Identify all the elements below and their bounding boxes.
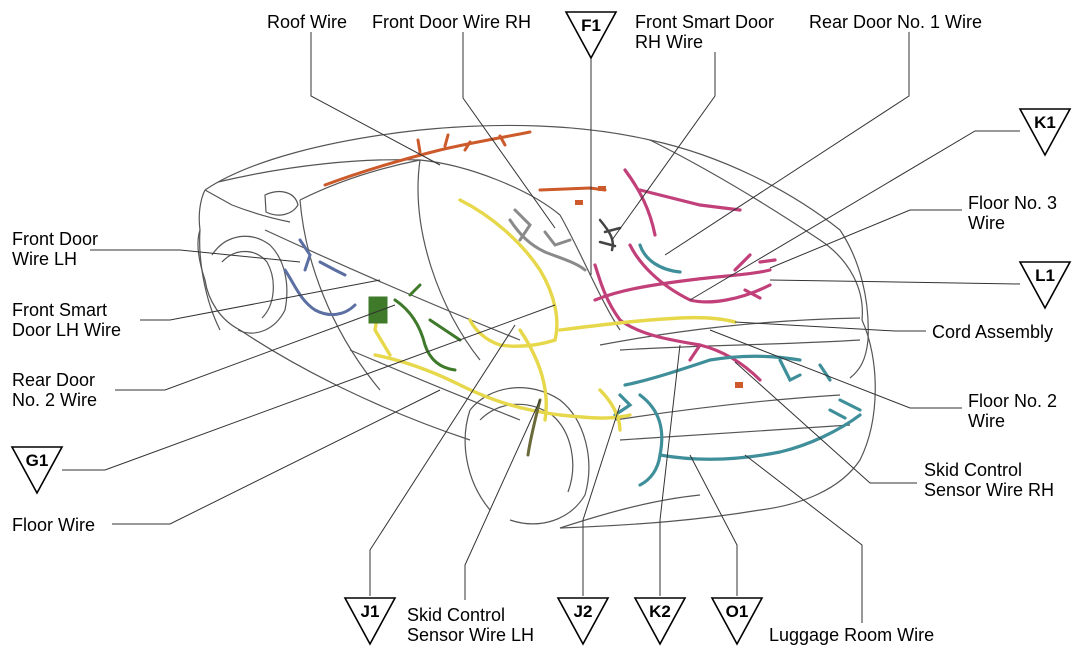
label-front-smart-door-rh-wire: Front Smart Door RH Wire	[635, 12, 775, 52]
connector-L1: L1	[1018, 261, 1072, 310]
label-roof-wire: Roof Wire	[267, 12, 348, 32]
connector-K2-label: K2	[649, 602, 671, 621]
label-cord-assembly: Cord Assembly	[932, 322, 1054, 342]
connector-G1: G1	[10, 446, 64, 495]
connector-J2: J2	[556, 597, 610, 646]
teal-harness	[613, 243, 862, 487]
label-rear-door-no1-wire: Rear Door No. 1 Wire	[809, 12, 983, 32]
connector-K1-label: K1	[1034, 113, 1056, 132]
connector-O1: O1	[710, 597, 764, 646]
label-skid-control-sensor-wire-rh: Skid Control Sensor Wire RH	[924, 460, 1055, 500]
front-smart-door-rh-harness	[598, 218, 622, 252]
label-skid-control-sensor-wire-lh: Skid Control Sensor Wire LH	[407, 605, 535, 645]
connector-J2-label: J2	[574, 602, 593, 621]
connector-dots	[575, 186, 743, 388]
label-front-door-wire-lh: Front Door Wire LH	[12, 229, 99, 269]
label-luggage-room-wire: Luggage Room Wire	[769, 625, 935, 645]
label-floor-wire: Floor Wire	[12, 515, 96, 535]
front-door-wire-lh-harness	[283, 238, 357, 317]
roof-wire-harness	[323, 130, 607, 192]
label-front-door-wire-rh: Front Door Wire RH	[372, 12, 532, 32]
connector-J1: J1	[343, 597, 397, 646]
connector-K2: K2	[633, 597, 687, 646]
front-door-wire-rh-harness	[508, 208, 587, 272]
connector-F1: F1	[564, 11, 618, 60]
floor-wire-harness	[373, 198, 737, 432]
label-rear-door-no2-wire: Rear Door No. 2 Wire	[12, 370, 98, 410]
car-body-outline	[197, 124, 876, 529]
leader-lines	[62, 32, 1021, 623]
connector-J1-label: J1	[361, 602, 380, 621]
connector-O1-label: O1	[726, 602, 749, 621]
connector-L1-label: L1	[1035, 266, 1055, 285]
label-floor-no2-wire: Floor No. 2 Wire	[968, 391, 1058, 431]
connector-F1-label: F1	[581, 16, 601, 35]
green-harness	[368, 283, 462, 372]
label-floor-no3-wire: Floor No. 3 Wire	[968, 193, 1058, 233]
skid-control-sensor-lh-harness	[526, 398, 542, 457]
connector-K1: K1	[1018, 108, 1072, 157]
label-front-smart-door-lh-wire: Front Smart Door LH Wire	[12, 300, 122, 340]
connector-G1-label: G1	[26, 451, 49, 470]
